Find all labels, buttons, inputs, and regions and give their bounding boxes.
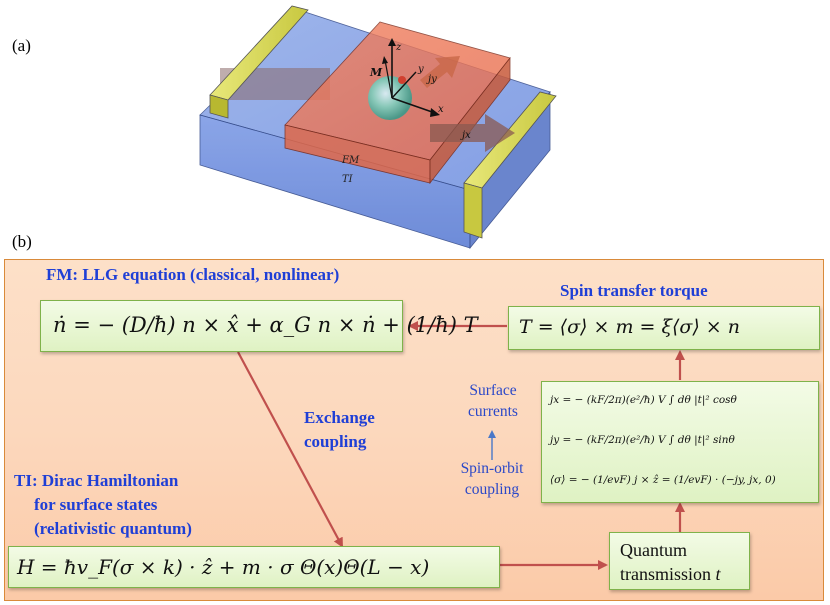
quantum-line-2: transmission bbox=[620, 564, 712, 584]
ti-label: TI bbox=[342, 174, 354, 185]
spin-orbit-line-2: coupling bbox=[464, 481, 520, 498]
magnetization-sphere bbox=[368, 76, 412, 120]
jy-equation: jy = − (kF/2π)(e²/ħ) V ∫ dθ |t|² sinθ bbox=[550, 434, 735, 446]
spin-orbit-line-1: Spin-orbit bbox=[460, 460, 524, 477]
ti-title-line-2: for surface states bbox=[34, 495, 158, 514]
ti-title: TI: Dirac Hamiltonian for surface states… bbox=[14, 469, 192, 541]
stt-equation: T = ⟨σ⟩ × m = ξ⟨σ⟩ × n bbox=[519, 316, 740, 338]
surface-line-2: currents bbox=[468, 403, 518, 420]
current-arrow-x bbox=[430, 114, 515, 152]
panel-a-label: (a) bbox=[12, 36, 31, 55]
surface-currents-label: Surface currents bbox=[450, 380, 536, 422]
llg-equation-box: ṅ = − (D/ħ) n × x̂ + α_G n × ṅ + (1/ħ) T bbox=[40, 300, 478, 352]
quantum-transmission-box: Quantum transmission t bbox=[609, 532, 750, 590]
exchange-line-1: Exchange bbox=[304, 408, 375, 427]
llg-equation: ṅ = − (D/ħ) n × x̂ + α_G n × ṅ + (1/ħ) T bbox=[53, 313, 478, 337]
magnetization-label: M bbox=[369, 66, 383, 79]
quantum-line-1: Quantum bbox=[620, 540, 687, 560]
spin-orbit-label: Spin-orbit coupling bbox=[446, 458, 538, 500]
exchange-coupling-label: Exchange coupling bbox=[304, 406, 375, 454]
ti-title-line-3: (relativistic quantum) bbox=[34, 519, 192, 538]
hamiltonian-equation: H = ħv_F(σ × k) · ẑ + m · σ Θ(x)Θ(L − x) bbox=[17, 555, 430, 579]
fm-label: FM bbox=[341, 155, 360, 166]
current-y-label: jy bbox=[426, 74, 437, 85]
axis-z-label: z bbox=[395, 42, 402, 53]
fm-title: FM: LLG equation (classical, nonlinear) bbox=[46, 265, 340, 284]
fm-block-side bbox=[429, 56, 511, 185]
exchange-line-2: coupling bbox=[304, 432, 367, 451]
stt-title: Spin transfer torque bbox=[560, 281, 708, 300]
right-contact-front bbox=[463, 182, 483, 239]
stt-equation-box: T = ⟨σ⟩ × m = ξ⟨σ⟩ × n bbox=[508, 306, 820, 350]
ti-title-line-1: TI: Dirac Hamiltonian bbox=[14, 471, 179, 490]
quantum-variable: t bbox=[715, 564, 721, 584]
panel-b-label: (b) bbox=[12, 232, 32, 251]
axis-y-label: y bbox=[417, 64, 424, 75]
surface-line-1: Surface bbox=[469, 382, 517, 399]
sigma-equation: ⟨σ⟩ = − (1/evF) j × ẑ = (1/evF) · (−jy, … bbox=[550, 474, 776, 486]
left-contact-front bbox=[209, 94, 229, 119]
axis-x-label: x bbox=[438, 104, 444, 115]
current-x-label: jx bbox=[460, 130, 471, 141]
arrow-exchange-coupling bbox=[237, 351, 343, 548]
currents-equations-box: jx = − (kF/2π)(e²/ħ) V ∫ dθ |t|² cosθ jy… bbox=[541, 381, 819, 503]
jx-equation: jx = − (kF/2π)(e²/ħ) V ∫ dθ |t|² cosθ bbox=[550, 394, 737, 406]
device-illustration: M z y x jy jx FM TI bbox=[199, 5, 557, 250]
hamiltonian-box: H = ħv_F(σ × k) · ẑ + m · σ Θ(x)Θ(L − x) bbox=[8, 546, 500, 588]
current-arrow-y bbox=[420, 56, 460, 88]
